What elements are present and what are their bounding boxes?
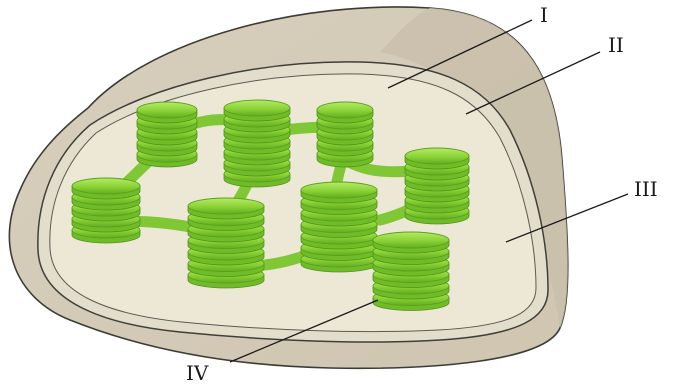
granum-stack [404, 147, 470, 225]
leader-line-IV [229, 299, 379, 363]
granum-stack [372, 231, 450, 311]
granum-stack [136, 101, 198, 168]
thylakoid-disc [404, 147, 470, 165]
thylakoid-disc [187, 197, 265, 215]
thylakoid-disc [372, 231, 450, 249]
label-II: II [608, 33, 624, 57]
granum-stack [316, 101, 374, 168]
granum-stack [187, 197, 265, 289]
granum-stack [223, 99, 291, 188]
label-IV: IV [186, 361, 209, 385]
thylakoid-disc [136, 101, 198, 119]
leader-line-I [387, 19, 533, 89]
grana-group [71, 99, 470, 311]
label-III: III [634, 177, 658, 201]
leader-line-III [505, 193, 629, 243]
thylakoid-disc [71, 177, 141, 195]
label-I: I [540, 3, 548, 27]
thylakoid-disc [300, 181, 378, 199]
granum-stack [300, 181, 378, 273]
thylakoid-disc [316, 101, 374, 119]
leader-line-II [465, 51, 601, 115]
thylakoid-disc [223, 99, 291, 117]
granum-stack [71, 177, 141, 244]
